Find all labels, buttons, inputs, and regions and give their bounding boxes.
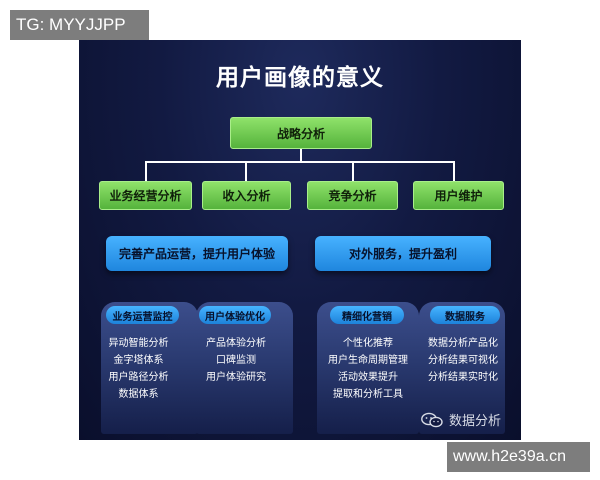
- panel-item-list: 个性化推荐 用户生命周期管理 活动效果提升 提取和分析工具: [315, 335, 421, 403]
- panel: [419, 302, 505, 434]
- panel-item-list: 产品体验分析 口碑监测 用户体验研究: [197, 335, 275, 386]
- list-item: 产品体验分析: [206, 338, 266, 349]
- branch-node: 业务经营分析: [99, 181, 192, 210]
- panel-item-list: 异动智能分析 金字塔体系 用户路径分析 数据体系: [101, 335, 176, 403]
- list-item: 分析结果实时化: [428, 372, 498, 383]
- list-item: 用户生命周期管理: [328, 355, 408, 366]
- branch-node: 竞争分析: [307, 181, 398, 210]
- panel: [317, 302, 419, 434]
- list-item: 异动智能分析: [108, 338, 169, 349]
- root-node: 战略分析: [230, 117, 372, 149]
- list-item: 数据分析产品化: [428, 338, 498, 349]
- panel: [101, 302, 198, 434]
- connector: [453, 161, 455, 181]
- connector: [145, 161, 455, 163]
- list-item: 金字塔体系: [113, 355, 164, 366]
- connector: [300, 149, 302, 162]
- list-item: 分析结果可视化: [428, 355, 498, 366]
- branch-node: 用户维护: [413, 181, 504, 210]
- tg-watermark: TG: MYYJJPP: [10, 10, 149, 40]
- panel-label: 精细化营销: [330, 306, 404, 324]
- infographic: 用户画像的意义 战略分析 业务经营分析 收入分析 竞争分析 用户维护 完善产品运…: [79, 40, 521, 440]
- diagram-title: 用户画像的意义: [216, 65, 384, 91]
- site-watermark: www.h2e39a.cn: [447, 442, 590, 472]
- footer-brand-text: 数据分析: [449, 414, 502, 429]
- wechat-icon: [421, 412, 443, 427]
- list-item: 口碑监测: [216, 355, 256, 366]
- list-item: 数据体系: [118, 389, 159, 400]
- connector: [145, 161, 147, 181]
- panel-label: 用户体验优化: [199, 306, 271, 324]
- branch-node: 收入分析: [202, 181, 291, 210]
- list-item: 用户路径分析: [108, 372, 169, 383]
- connector: [352, 161, 354, 181]
- list-item: 提取和分析工具: [333, 389, 403, 400]
- panel-label: 数据服务: [430, 306, 500, 324]
- list-item: 活动效果提升: [338, 372, 398, 383]
- group-bar: 对外服务，提升盈利: [315, 236, 491, 271]
- group-bar: 完善产品运营，提升用户体验: [106, 236, 288, 271]
- panel-item-list: 数据分析产品化 分析结果可视化 分析结果实时化: [420, 335, 506, 386]
- panel: [196, 302, 293, 434]
- footer-brand: 数据分析: [421, 410, 501, 429]
- list-item: 个性化推荐: [343, 338, 393, 349]
- connector: [245, 161, 247, 181]
- list-item: 用户体验研究: [206, 372, 266, 383]
- panel-label: 业务运营监控: [106, 306, 179, 324]
